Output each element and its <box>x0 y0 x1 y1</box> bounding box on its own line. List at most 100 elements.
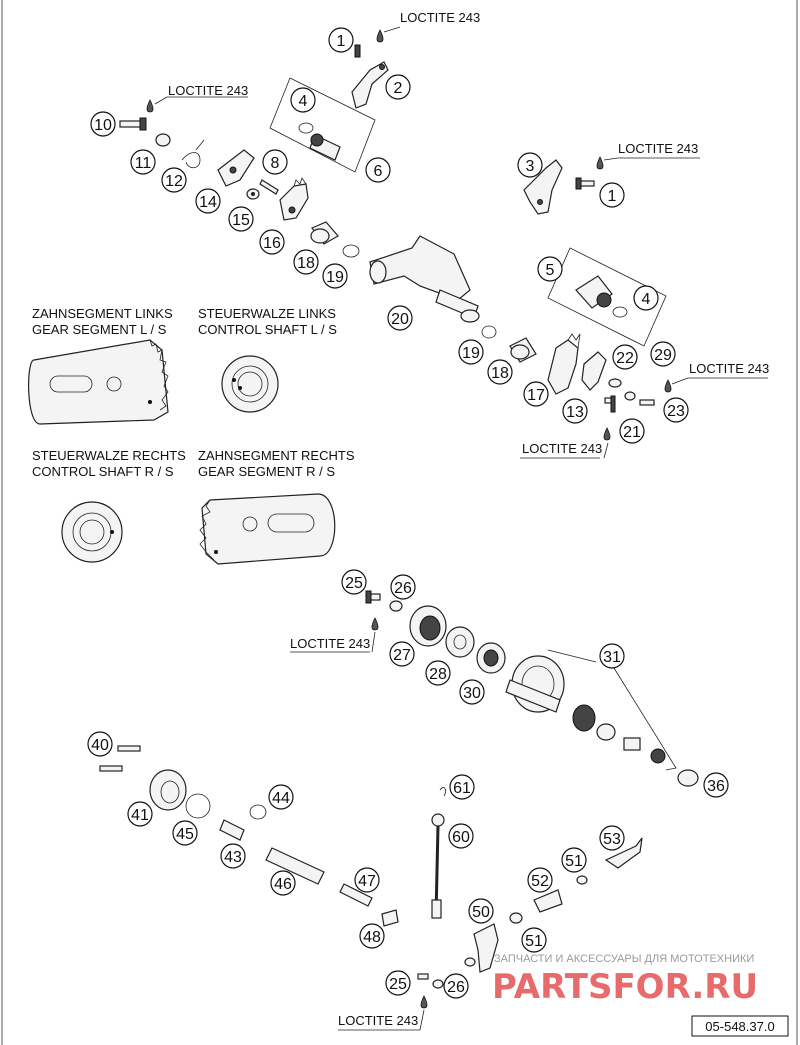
callout-1: 1 <box>328 27 354 53</box>
callout-50: 50 <box>468 898 494 924</box>
callout-number: 1 <box>608 188 617 205</box>
callout-circle <box>487 359 513 385</box>
callout-25: 25 <box>385 970 411 996</box>
callout-number: 3 <box>526 158 535 175</box>
callout-number: 16 <box>263 235 281 252</box>
callout-number: 61 <box>453 780 471 797</box>
inset-control-shaft-left <box>221 355 279 413</box>
callout-27: 27 <box>389 641 415 667</box>
parts-group-bottom <box>99 745 643 989</box>
callout-number: 36 <box>707 778 725 795</box>
callout-circle <box>612 344 638 370</box>
callout-3: 3 <box>517 152 543 178</box>
callout-circle <box>633 285 659 311</box>
callout-number: 51 <box>525 933 543 950</box>
callout-circle <box>270 870 296 896</box>
drawing-code-box: 05-548.37.0 <box>691 1015 789 1037</box>
callout-circle <box>385 74 411 100</box>
callout-circle <box>220 843 246 869</box>
callout-circle <box>262 149 288 175</box>
callout-number: 17 <box>527 387 545 404</box>
callout-circle <box>523 381 549 407</box>
callout-circle <box>448 823 474 849</box>
callout-circle <box>259 229 285 255</box>
callout-45: 45 <box>172 820 198 846</box>
callout-31: 31 <box>599 643 625 669</box>
callout-30: 30 <box>459 679 485 705</box>
callout-number: 28 <box>429 666 447 683</box>
callout-19: 19 <box>458 339 484 365</box>
inset-gear-segment-left <box>28 339 169 425</box>
callout-4: 4 <box>633 285 659 311</box>
callout-16: 16 <box>259 229 285 255</box>
callout-number: 23 <box>667 403 685 420</box>
parts-group-middle <box>365 590 699 787</box>
watermark: ЗАПЧАСТИ И АКСЕССУАРЫ ДЛЯ МОТОТЕХНИКИ PA… <box>492 953 758 1007</box>
leader-lines <box>154 26 768 1031</box>
loctite-label: LOCTITE 243 <box>400 10 480 25</box>
callout-12: 12 <box>161 167 187 193</box>
callout-2: 2 <box>385 74 411 100</box>
callout-5: 5 <box>537 256 563 282</box>
callout-40: 40 <box>87 731 113 757</box>
callout-14: 14 <box>195 188 221 214</box>
loctite-label: LOCTITE 243 <box>338 1013 418 1028</box>
callout-number: 1 <box>337 33 346 50</box>
callout-circle <box>389 641 415 667</box>
callout-circle <box>599 825 625 851</box>
callout-number: 40 <box>91 737 109 754</box>
callout-circle <box>562 398 588 424</box>
callout-26: 26 <box>443 973 469 999</box>
callout-number: 53 <box>603 831 621 848</box>
callout-circle <box>561 847 587 873</box>
callout-circle <box>365 157 391 183</box>
callout-circle <box>468 898 494 924</box>
callout-23: 23 <box>663 397 689 423</box>
callout-47: 47 <box>354 867 380 893</box>
callout-number: 44 <box>272 790 290 807</box>
callout-number: 46 <box>274 876 292 893</box>
callout-circle <box>599 182 625 208</box>
callout-21: 21 <box>619 418 645 444</box>
callout-number: 12 <box>165 173 183 190</box>
callout-17: 17 <box>523 381 549 407</box>
callout-number: 47 <box>358 873 376 890</box>
callout-circle <box>87 731 113 757</box>
callout-22: 22 <box>612 344 638 370</box>
callout-circle <box>341 569 367 595</box>
callout-15: 15 <box>228 206 254 232</box>
callout-circle <box>527 867 553 893</box>
callout-number: 45 <box>176 826 194 843</box>
callout-18: 18 <box>293 249 319 275</box>
callout-number: 25 <box>345 575 363 592</box>
callout-10: 10 <box>90 111 116 137</box>
inset-caption-line2: GEAR SEGMENT L / S <box>32 322 167 337</box>
inset-caption-line2: CONTROL SHAFT L / S <box>198 322 337 337</box>
callout-circle <box>390 574 416 600</box>
loctite-label: LOCTITE 243 <box>290 636 370 651</box>
callout-number: 48 <box>363 929 381 946</box>
loctite-label: LOCTITE 243 <box>689 361 769 376</box>
callout-number: 31 <box>603 649 621 666</box>
callout-circle <box>537 256 563 282</box>
callout-number: 6 <box>374 163 383 180</box>
callout-number: 11 <box>135 155 152 172</box>
inset-caption-line1: ZAHNSEGMENT LINKS <box>32 306 173 321</box>
callout-number: 50 <box>472 904 490 921</box>
inset-caption-line1: ZAHNSEGMENT RECHTS <box>198 448 355 463</box>
callout-26: 26 <box>390 574 416 600</box>
callout-circle <box>459 679 485 705</box>
callout-circle <box>161 167 187 193</box>
callout-number: 30 <box>463 685 481 702</box>
callout-number: 22 <box>616 350 634 367</box>
inset-captions: ZAHNSEGMENT LINKS GEAR SEGMENT L / S STE… <box>32 306 355 479</box>
callout-circle <box>359 923 385 949</box>
callout-41: 41 <box>127 801 153 827</box>
callout-circle <box>663 397 689 423</box>
callout-circle <box>195 188 221 214</box>
inset-caption-line2: GEAR SEGMENT R / S <box>198 464 335 479</box>
callout-number: 14 <box>199 194 217 211</box>
callout-20: 20 <box>387 305 413 331</box>
